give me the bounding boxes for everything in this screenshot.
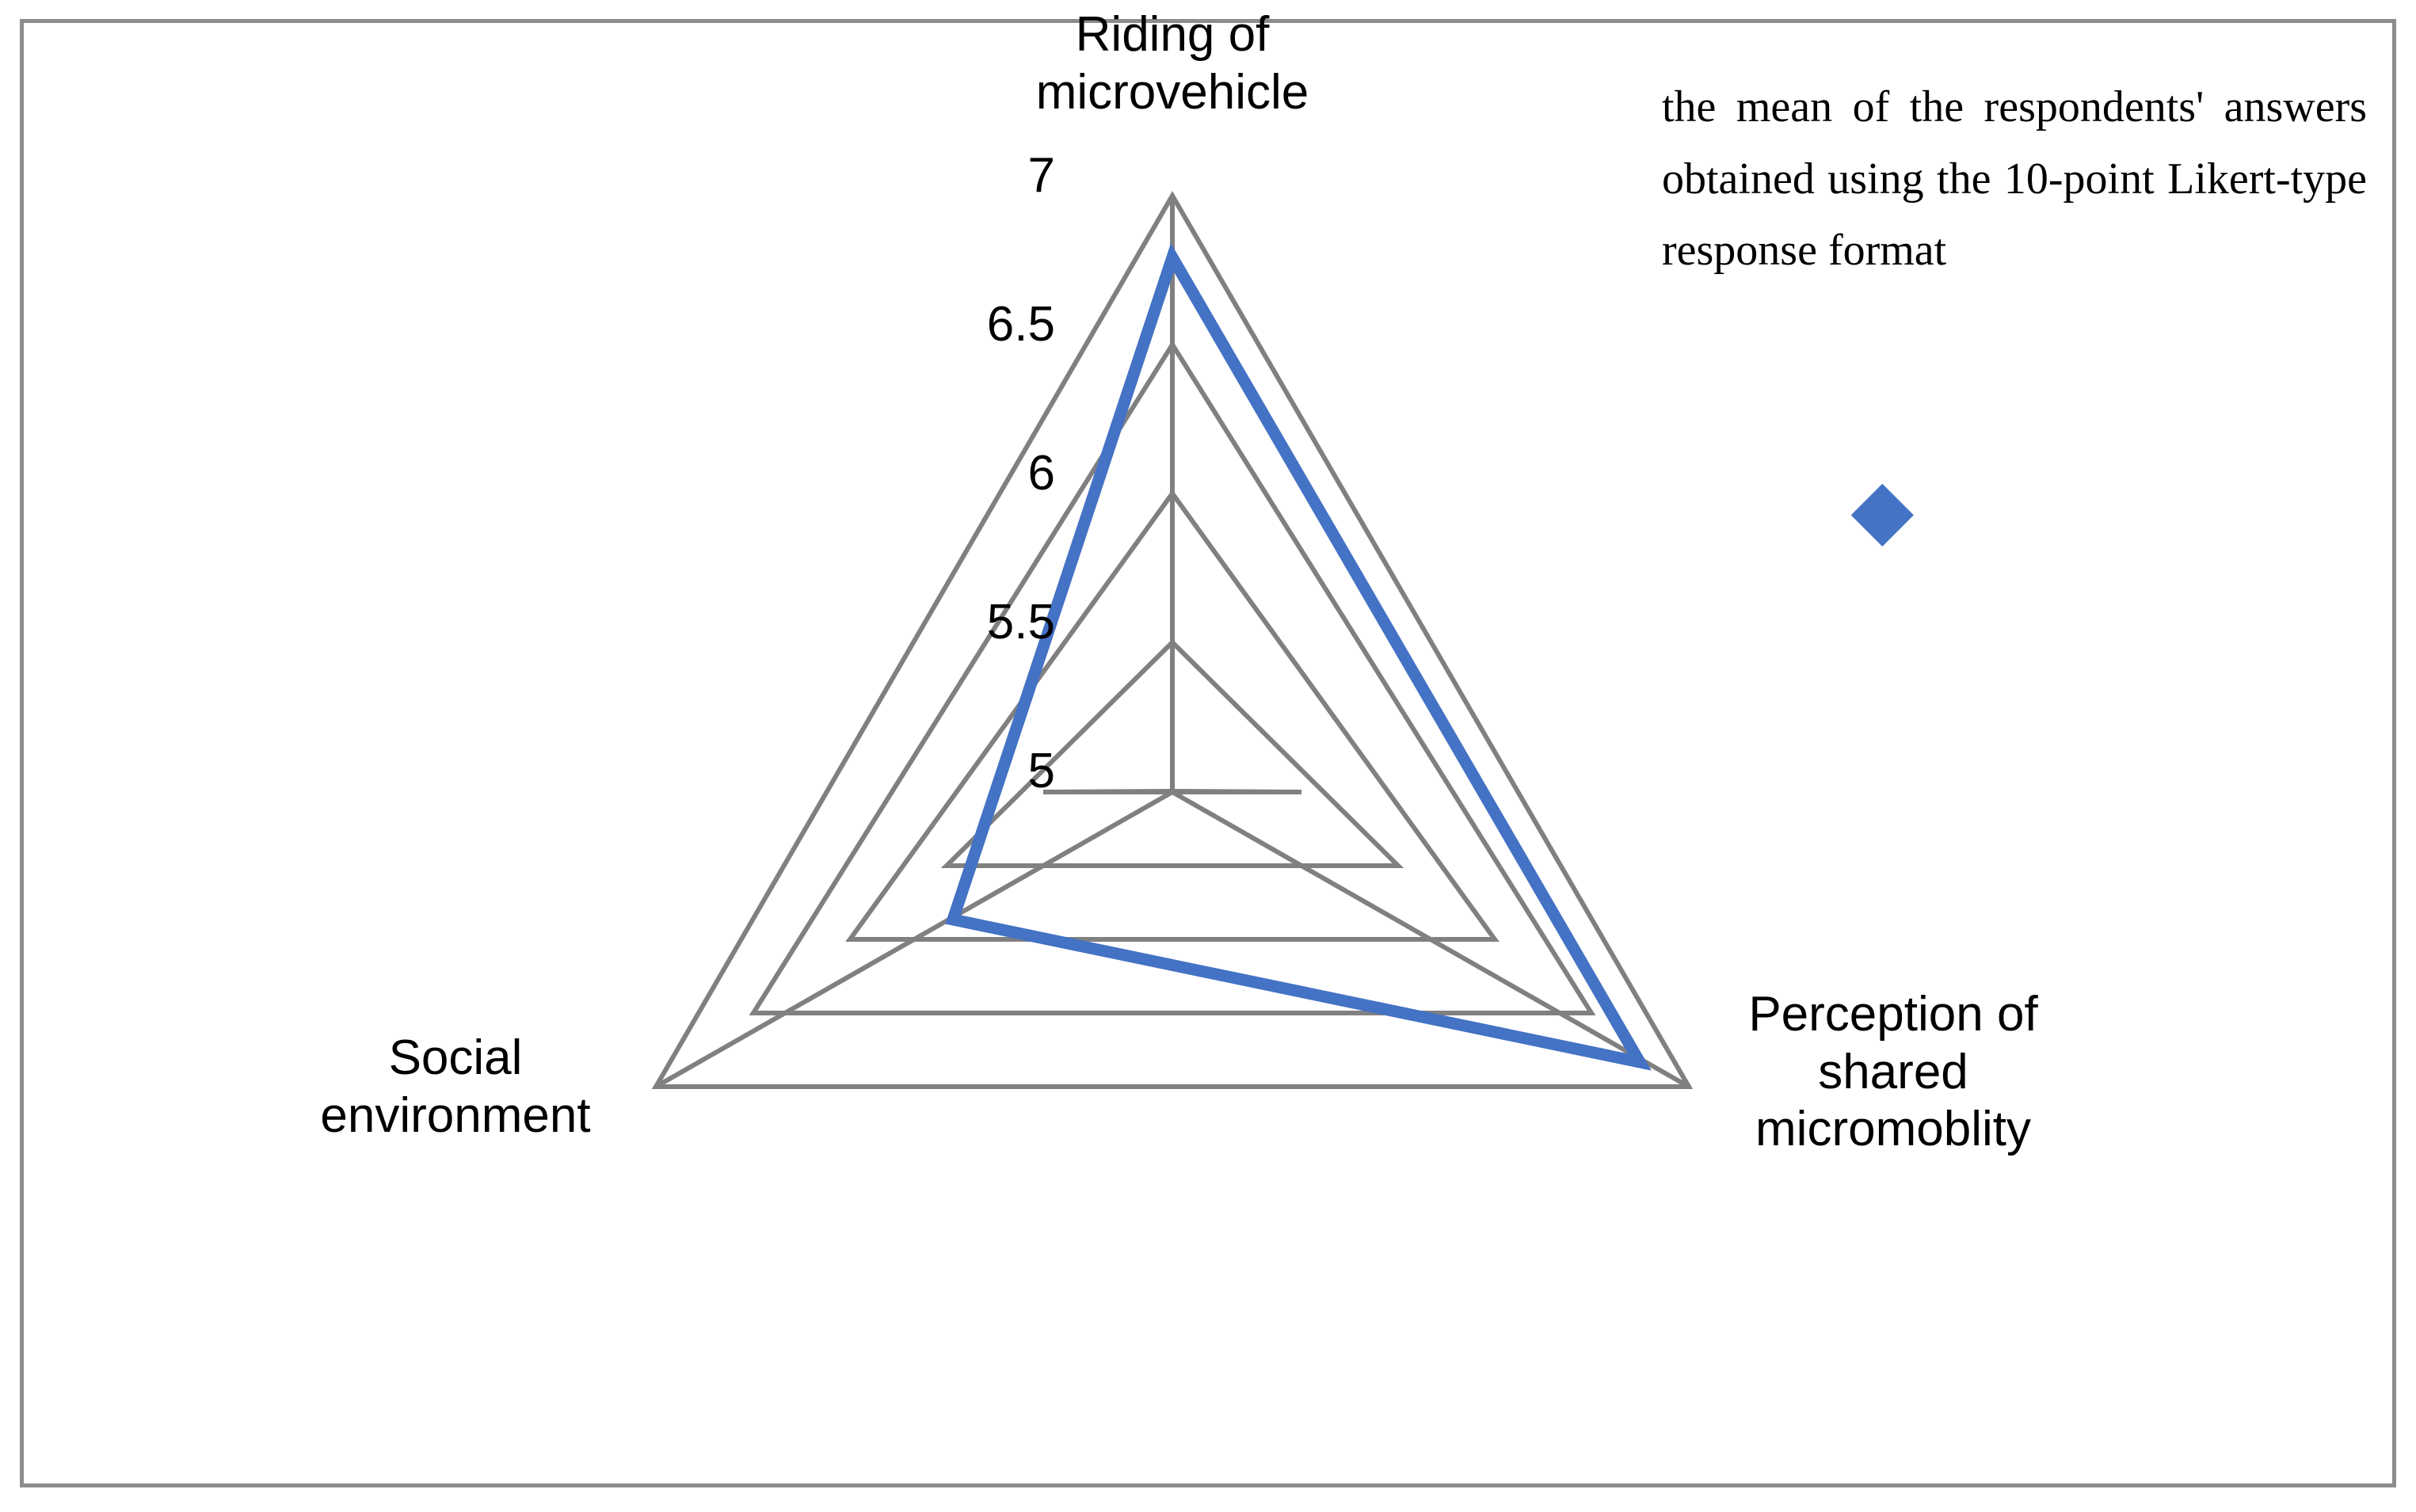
figure-border <box>20 19 2396 1487</box>
series-line-mean <box>945 242 1652 1071</box>
radial-tick-6-5: 6.5 <box>986 297 1055 352</box>
caption-paragraph: the mean of the respondents' answers obt… <box>1662 82 2367 276</box>
grid-ring-5.5 <box>940 638 1404 868</box>
caption-text: the mean of the respondents' answers obt… <box>1662 71 2367 287</box>
grid-spoke-right <box>1171 790 1690 1089</box>
grid-spoke-left <box>654 790 1174 1089</box>
radial-tick-5: 5 <box>1027 744 1055 798</box>
radar-series-mean <box>945 242 1914 1071</box>
radial-tick-5-5: 5.5 <box>986 595 1055 649</box>
radar-gridlines <box>651 191 1694 1089</box>
data-marker-left <box>1850 483 1914 547</box>
axis-label-social-environment: Social environment <box>320 1030 591 1143</box>
grid-ring-6.5 <box>749 340 1596 1015</box>
axis-label-perception-of-shared-micromobility: Perception of shared micromoblity <box>1748 987 2038 1157</box>
grid-ring-7 <box>651 191 1694 1089</box>
grid-ring-6 <box>845 489 1500 942</box>
series-markers-mean <box>1850 483 1914 547</box>
radial-tick-6: 6 <box>1027 446 1055 501</box>
radial-tick-7: 7 <box>1027 148 1055 203</box>
axis-label-riding-of-microvehicle: Riding of microvehicle <box>1035 7 1309 120</box>
